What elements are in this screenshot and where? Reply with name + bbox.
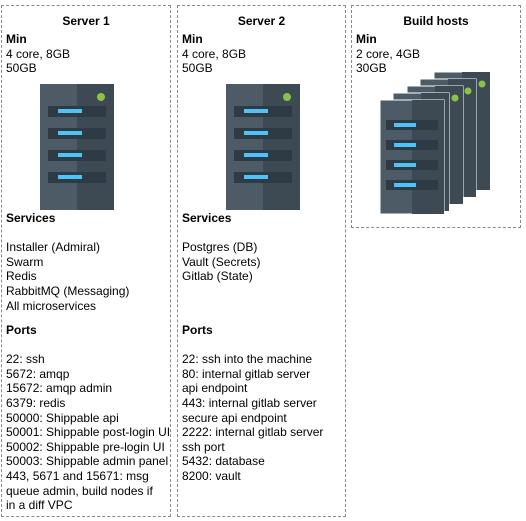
port-item: secure api endpoint — [182, 410, 287, 425]
panel-title: Server 1 — [62, 14, 110, 28]
panel-title: Build hosts — [403, 14, 469, 28]
port-item: 50003: Shippable admin panel — [6, 454, 169, 469]
server-2-panel: Server 2 Min 4 core, 8GB 50GB Services P… — [177, 5, 346, 517]
port-item: 5432: database — [182, 454, 265, 469]
port-item: 2222: internal gitlab server — [182, 425, 324, 440]
port-item: 443: internal gitlab server — [182, 395, 317, 410]
port-item: 80: internal gitlab server — [182, 366, 311, 381]
port-item: 50000: Shippable api — [6, 410, 119, 425]
ports-heading: Ports — [6, 323, 37, 337]
port-item: 8200: vault — [182, 468, 241, 483]
min-spec: Min 4 core, 8GB 50GB — [6, 32, 70, 76]
port-item: in a diff VPC — [6, 498, 73, 513]
min-line: 2 core, 4GB — [356, 46, 421, 61]
service-item: All microservices — [6, 298, 97, 313]
port-item: 6379: redis — [6, 395, 66, 410]
min-line: 30GB — [356, 61, 387, 76]
min-line: 50GB — [182, 61, 213, 76]
services-section: Services Installer (Admiral) Swarm Redis… — [6, 211, 129, 313]
min-heading: Min — [182, 32, 203, 46]
service-item: Gitlab (State) — [182, 269, 253, 284]
service-item: Swarm — [6, 254, 44, 269]
port-item: 22: ssh — [6, 352, 45, 367]
service-item: Postgres (DB) — [182, 240, 258, 255]
service-item: Installer (Admiral) — [6, 240, 101, 255]
server-stack-icon — [380, 71, 491, 215]
panel-title: Server 2 — [237, 14, 286, 28]
min-spec: Min 4 core, 8GB 50GB — [182, 32, 246, 76]
services-heading: Services — [6, 211, 56, 225]
min-line: 4 core, 8GB — [6, 46, 71, 61]
port-item: 50002: Shippable pre-login UI — [6, 439, 165, 454]
server-icon — [226, 84, 300, 210]
ports-section: Ports 22: ssh into the machine 80: inter… — [182, 323, 323, 484]
services-section: Services Postgres (DB) Vault (Secrets) G… — [182, 211, 260, 284]
port-item: 5672: amqp — [6, 366, 70, 381]
services-heading: Services — [182, 211, 232, 225]
min-spec: Min 2 core, 4GB 30GB — [356, 32, 420, 76]
port-item: ssh port — [182, 439, 225, 454]
ports-heading: Ports — [182, 323, 213, 337]
service-item: Redis — [6, 269, 37, 284]
ports-section: Ports 22: ssh 5672: amqp 15672: amqp adm… — [6, 323, 170, 513]
min-heading: Min — [356, 32, 377, 46]
port-item: api endpoint — [182, 381, 248, 396]
port-item: queue admin, build nodes if — [6, 483, 153, 498]
port-item: 443, 5671 and 15671: msg — [6, 468, 149, 483]
build-hosts-panel: Build hosts Min 2 core, 4GB 30GB — [351, 5, 521, 228]
min-line: 50GB — [6, 61, 37, 76]
min-line: 4 core, 8GB — [182, 46, 247, 61]
server-icon — [40, 84, 114, 210]
min-heading: Min — [6, 32, 27, 46]
server-1-panel: Server 1 Min 4 core, 8GB 50GB Services I… — [1, 5, 171, 517]
port-item: 15672: amqp admin — [6, 381, 113, 396]
port-item: 22: ssh into the machine — [182, 352, 313, 367]
service-item: Vault (Secrets) — [182, 254, 261, 269]
port-item: 50001: Shippable post-login UI — [6, 425, 171, 440]
service-item: RabbitMQ (Messaging) — [6, 283, 130, 298]
